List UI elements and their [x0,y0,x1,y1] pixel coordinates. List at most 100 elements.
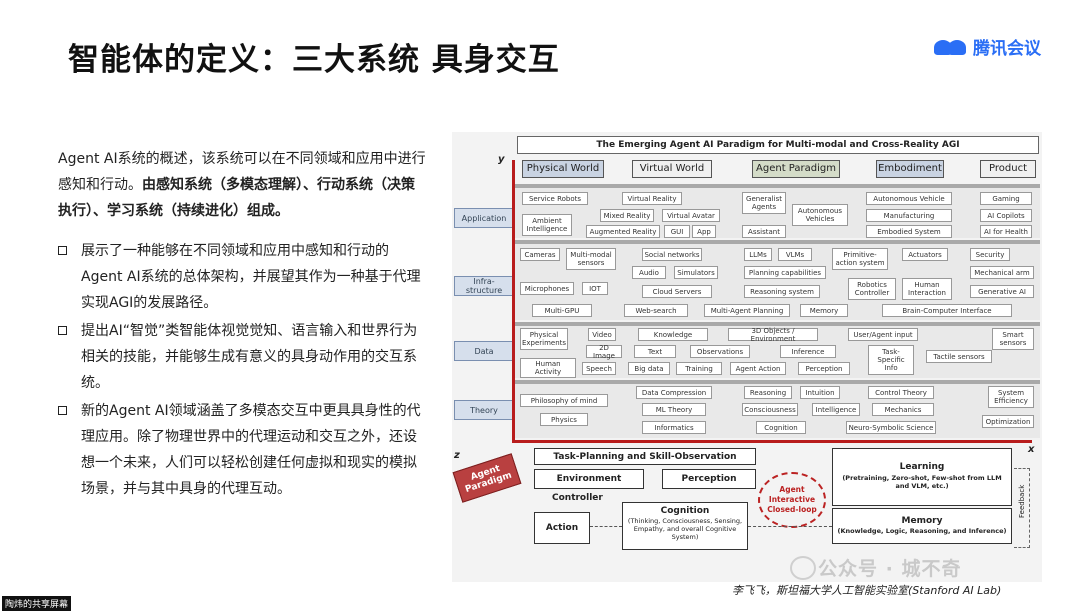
cell: Human Activity [520,358,576,378]
cell: Reasoning [744,386,792,399]
y-axis [512,160,515,443]
column-product: Product [980,160,1036,178]
cell: Perception [798,362,850,375]
cell: Service Robots [522,192,588,205]
bullet-item: 新的Agent AI领域涵盖了多模态交互中更具具身性的代理应用。除了物理世界中的… [58,398,428,502]
body-text: Agent AI系统的概述，该系统可以在不同领域和应用中进行感知和行动。由感知系… [58,146,428,502]
cell: AI Copilots [980,209,1032,222]
cell: Assistant [742,225,786,238]
cell: Manufacturing [866,209,952,222]
cell: User/Agent input [848,328,918,341]
agent-ai-paradigm-figure: The Emerging Agent AI Paradigm for Multi… [452,132,1042,582]
cell: Philosophy of mind [520,394,608,407]
cell: Video [588,328,616,341]
cell: Cognition [756,421,806,434]
bullet-text: 新的Agent AI领域涵盖了多模态交互中更具具身性的代理应用。除了物理世界中的… [81,403,421,497]
column-physical-world: Physical World [522,160,604,178]
cell: Neuro-Symbolic Science [846,421,936,434]
row-label-infrastructure-text: Infra- structure [465,277,503,295]
cell: Reasoning system [744,285,820,298]
cell: Simulators [674,266,718,279]
cell: Web-search [624,304,688,317]
cell: Primitive-action system [832,248,888,270]
cell: Virtual Avatar [662,209,720,222]
task-planning-box: Task-Planning and Skill-Observation [534,448,756,465]
bullet-item: 提出AI“智觉”类智能体视觉觉知、语言输入和世界行为相关的技能，并能够生成有意义… [58,318,428,396]
cell: Cameras [520,248,560,261]
intro-plain: Agent AI系统的概述，该系统可以在不同领域和应用中进行感知和行动。 [58,151,426,193]
cell: Agent Action [730,362,786,375]
cell: Generalist Agents [742,192,786,214]
cell: Speech [582,362,616,375]
learning-desc: (Pretraining, Zero-shot, Few-shot from L… [842,474,1002,490]
cell: Robotics Controller [848,278,896,300]
y-axis-label: y [498,154,505,165]
cell: Big data [628,362,670,375]
x-axis-label: x [1028,444,1035,455]
cell: Mechanical arm [970,266,1034,279]
row-label-theory: Theory [454,400,514,420]
cell: Embodied System [866,225,952,238]
agent-paradigm-tag: Agent Paradigm [452,453,522,503]
cell: Virtual Reality [622,192,682,205]
slide-title: 智能体的定义：三大系统 具身交互 [68,42,560,78]
cognition-desc: (Thinking, Consciousness, Sensing, Empat… [627,517,743,541]
connector-line [590,526,622,527]
cell: 2D Image [586,344,622,360]
cell: Human Interaction [902,278,952,300]
cell: System Efficiency [988,386,1034,408]
cell: Ambient Intelligence [522,214,572,236]
controller-label: Controller [552,493,603,503]
bullet-item: 展示了一种能够在不同领域和应用中感知和行动的Agent AI系统的总体架构，并展… [58,238,428,316]
cell: Intelligence [812,403,860,416]
column-virtual-world: Virtual World [632,160,712,178]
cell: Mixed Reality [600,209,654,222]
cell: Mechanics [872,403,934,416]
memory-title: Memory [901,516,943,526]
watermark-text: 公众号 · 城不奇 [818,558,962,580]
bullet-text: 展示了一种能够在不同领域和应用中感知和行动的Agent AI系统的总体架构，并展… [81,243,421,311]
cell: VLMs [778,248,812,261]
cell: Gaming [980,192,1032,205]
cell: Autonomous Vehicle [866,192,952,205]
figure-header: The Emerging Agent AI Paradigm for Multi… [517,136,1039,154]
cognition-title: Cognition [660,506,710,516]
cell: 3D Objects / Environment [728,327,818,343]
cell: Optimization [982,415,1034,428]
cognition-box: Cognition (Thinking, Consciousness, Sens… [622,502,748,550]
cell: Tactile sensors [926,350,992,363]
agent-closed-loop: Agent Interactive Closed-loop [758,472,826,528]
learning-box: Learning (Pretraining, Zero-shot, Few-sh… [832,448,1012,506]
x-axis [512,440,1032,443]
cell: Autonomous Vehicles [792,204,848,226]
cell: Augmented Reality [586,225,660,238]
z-axis-label: z [454,450,460,461]
cell: Inference [780,345,836,358]
memory-box: Memory (Knowledge, Logic, Reasoning, and… [832,508,1012,544]
column-agent-paradigm: Agent Paradigm [752,160,840,178]
row-label-infrastructure: Infra- structure [454,276,514,296]
intro-paragraph: Agent AI系统的概述，该系统可以在不同领域和应用中进行感知和行动。由感知系… [58,146,428,224]
cell: Microphones [520,282,574,295]
cell: Physics [540,413,588,426]
cell: Text [634,345,676,358]
learning-title: Learning [899,462,945,472]
watermark: 公众号 · 城不奇 [792,554,961,581]
cell: Security [970,248,1010,261]
cell: Data Compression [636,386,712,399]
cell: Training [676,362,722,375]
cell: LLMs [744,248,772,261]
tencent-meeting-logo: 腾讯会议 [934,34,1041,59]
cell: ML Theory [642,403,706,416]
action-box: Action [534,512,590,544]
memory-desc: (Knowledge, Logic, Reasoning, and Infere… [837,527,1007,535]
cell: GUI [664,225,690,238]
cell: Brain-Computer Interface [882,304,1012,317]
screen-share-label[interactable]: 陶炜的共享屏幕 [2,596,72,611]
perception-box: Perception [662,469,756,489]
cell: Smart sensors [992,328,1034,350]
cell: AI for Health [980,225,1032,238]
column-embodiment: Embodiment [876,160,944,178]
row-label-application: Application [454,208,514,228]
cell: Memory [800,304,848,317]
